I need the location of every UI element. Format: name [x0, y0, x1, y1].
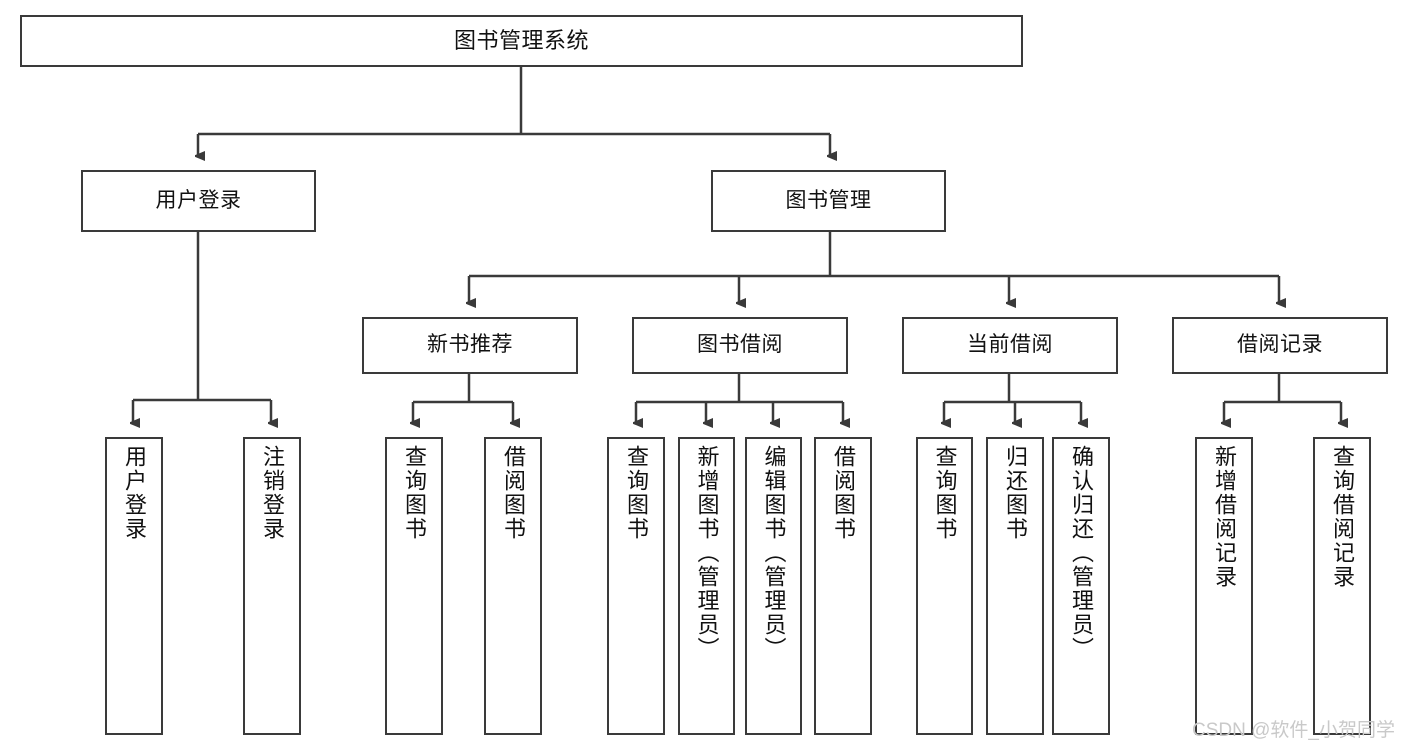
leaf-confirm-return-admin[interactable]: 确认归还（管理员） — [1052, 437, 1110, 735]
leaf-query-book-borrow[interactable]: 查询图书 — [607, 437, 665, 735]
node-book-management[interactable]: 图书管理 — [711, 170, 946, 232]
leaf-add-borrow-record[interactable]: 新增借阅记录 — [1195, 437, 1253, 735]
csdn-watermark: CSDN @软件_小贺同学 — [1192, 720, 1395, 741]
node-new-book-recommend[interactable]: 新书推荐 — [362, 317, 578, 374]
leaf-borrow-book-newbook[interactable]: 借阅图书 — [484, 437, 542, 735]
node-label: 新增借阅记录 — [1212, 445, 1237, 589]
node-label: 新书推荐 — [427, 333, 513, 357]
leaf-edit-book-admin[interactable]: 编辑图书（管理员） — [745, 437, 802, 735]
node-label: 查询图书 — [402, 445, 427, 541]
node-borrow-record[interactable]: 借阅记录 — [1172, 317, 1388, 374]
leaf-add-book-admin[interactable]: 新增图书（管理员） — [678, 437, 735, 735]
leaf-user-login[interactable]: 用户登录 — [105, 437, 163, 735]
node-user-login[interactable]: 用户登录 — [81, 170, 316, 232]
node-label: 查询图书 — [932, 445, 958, 541]
leaf-query-book-current[interactable]: 查询图书 — [916, 437, 973, 735]
node-label: 查询借阅记录 — [1330, 445, 1355, 589]
node-label: 新增图书（管理员） — [694, 445, 720, 661]
node-label: 用户登录 — [122, 445, 147, 541]
node-current-borrow[interactable]: 当前借阅 — [902, 317, 1118, 374]
leaf-return-book[interactable]: 归还图书 — [986, 437, 1044, 735]
node-label: 编辑图书（管理员） — [761, 445, 787, 661]
node-label: 图书管理 — [785, 188, 872, 212]
node-label: 借阅记录 — [1237, 333, 1323, 357]
node-label: 归还图书 — [1003, 445, 1028, 541]
node-label: 图书借阅 — [697, 333, 783, 357]
node-book-borrow[interactable]: 图书借阅 — [632, 317, 848, 374]
node-label: 当前借阅 — [967, 333, 1053, 357]
node-label: 查询图书 — [624, 445, 649, 541]
node-label: 用户登录 — [155, 188, 242, 212]
leaf-query-book-newbook[interactable]: 查询图书 — [385, 437, 443, 735]
leaf-borrow-book[interactable]: 借阅图书 — [814, 437, 872, 735]
node-label: 确认归还（管理员） — [1069, 445, 1094, 661]
node-label: 借阅图书 — [831, 445, 856, 541]
node-root-system[interactable]: 图书管理系统 — [20, 15, 1023, 67]
node-label: 注销登录 — [260, 445, 285, 541]
leaf-query-borrow-record[interactable]: 查询借阅记录 — [1313, 437, 1371, 735]
node-label: 图书管理系统 — [453, 28, 589, 54]
node-label: 借阅图书 — [501, 445, 526, 541]
leaf-logout[interactable]: 注销登录 — [243, 437, 301, 735]
